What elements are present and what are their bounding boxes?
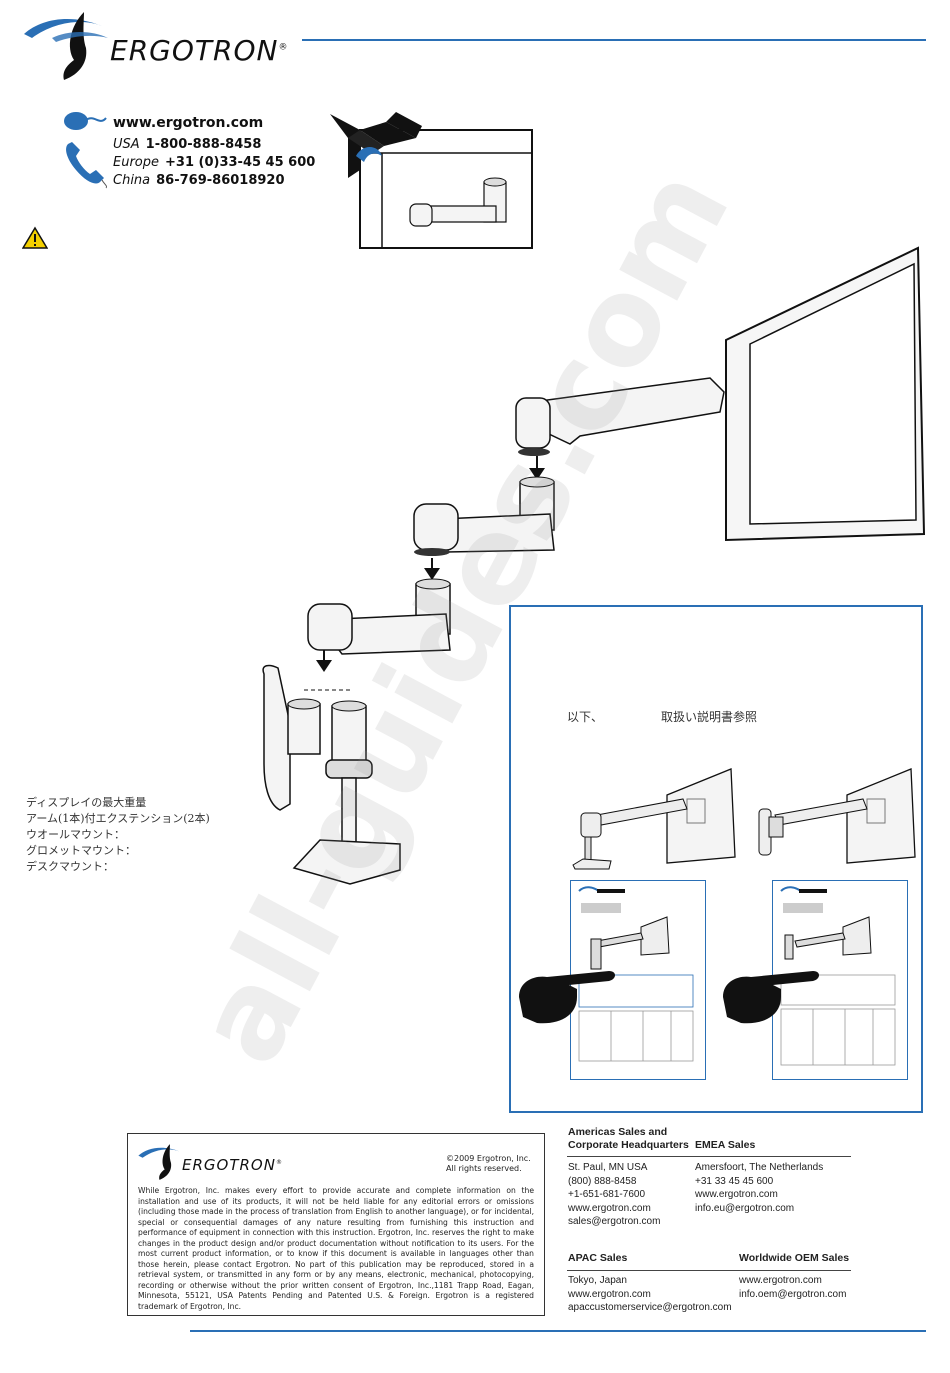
office-email[interactable]: sales@ergotron.com xyxy=(568,1216,661,1227)
spec-line: ディスプレイの最大重量 xyxy=(26,796,147,809)
office-email[interactable]: apaccustomerservice@ergotron.com xyxy=(568,1302,732,1313)
americas-details: St. Paul, MN USA (800) 888-8458 +1-651-6… xyxy=(568,1161,660,1229)
office-line: Amersfoort, The Netherlands xyxy=(695,1162,824,1173)
ergotron-swoosh-icon xyxy=(24,12,108,80)
phone-region: Europe xyxy=(113,155,160,170)
phone-region: USA xyxy=(113,137,140,152)
spec-line: グロメットマウント： xyxy=(26,844,136,857)
pointing-hand-icon xyxy=(517,967,617,1034)
japanese-specs: ディスプレイの最大重量 アーム(1本)付エクステンション(2本) ウオールマウン… xyxy=(26,795,256,875)
apac-heading: APAC Sales xyxy=(568,1252,628,1264)
office-line: (800) 888-8458 xyxy=(568,1175,637,1187)
brand-text: ERGOTRON xyxy=(182,1156,276,1174)
legal-logo: ERGOTRON® xyxy=(136,1142,296,1182)
phone-number: 1-800-888-8458 xyxy=(145,137,262,152)
registered-mark: ® xyxy=(278,42,289,53)
copyright: ©2009 Ergotron, Inc. xyxy=(446,1154,531,1163)
americas-heading-line1: Americas Sales and xyxy=(568,1126,668,1138)
mouse-icon xyxy=(62,108,108,139)
spec-line: ウオールマウント： xyxy=(26,828,125,841)
office-website[interactable]: www.ergotron.com xyxy=(568,1202,651,1214)
wall-mount-thumbnail xyxy=(755,765,921,878)
ergotron-swoosh-icon xyxy=(138,1144,180,1180)
sales-offices: Americas Sales and Corporate Headquarter… xyxy=(567,1124,857,1320)
office-line: +1-651-681-7600 xyxy=(568,1189,646,1200)
phone-icon xyxy=(62,140,108,195)
office-line: +31 33 45 45 600 xyxy=(695,1175,774,1187)
americas-heading: Americas Sales and Corporate Headquarter… xyxy=(568,1126,689,1152)
americas-heading-line2: Corporate Headquarters xyxy=(568,1139,689,1151)
spec-line: デスクマウント： xyxy=(26,860,114,873)
phone-number: 86-769-86018920 xyxy=(156,173,285,188)
legal-disclaimer: While Ergotron, Inc. makes every effort … xyxy=(138,1186,534,1311)
office-website[interactable]: www.ergotron.com xyxy=(739,1275,822,1286)
box-contents-illustration xyxy=(326,108,536,253)
phone-europe: Europe +31 (0)33-45 45 600 xyxy=(113,155,315,170)
office-line: Tokyo, Japan xyxy=(568,1275,627,1286)
oem-heading: Worldwide OEM Sales xyxy=(739,1252,850,1264)
pointing-hand-icon xyxy=(721,967,821,1034)
phone-region: China xyxy=(113,173,151,188)
brand-name: ERGOTRON® xyxy=(110,34,288,67)
legal-box: ERGOTRON® ©2009 Ergotron, Inc. All right… xyxy=(127,1133,545,1316)
header-rule xyxy=(302,39,926,41)
info-text-left: 以下、 xyxy=(567,710,604,724)
brand-text: ERGOTRON xyxy=(110,34,279,67)
manual-thumbnail-2 xyxy=(772,880,908,1080)
info-panel: 以下、 取扱い説明書参照 xyxy=(509,605,923,1113)
emea-details: Amersfoort, The Netherlands +31 33 45 45… xyxy=(695,1161,823,1215)
phone-china: China 86-769-86018920 xyxy=(113,173,285,188)
footer-rule xyxy=(190,1330,926,1332)
phone-usa: USA 1-800-888-8458 xyxy=(113,137,261,152)
office-line: St. Paul, MN USA xyxy=(568,1162,648,1173)
office-email[interactable]: info.oem@ergotron.com xyxy=(739,1288,847,1300)
warning-icon xyxy=(21,226,49,255)
emea-heading: EMEA Sales xyxy=(695,1139,756,1151)
info-text-right: 取扱い説明書参照 xyxy=(661,710,758,724)
spec-line: アーム(1本)付エクステンション(2本) xyxy=(26,812,210,825)
website-link[interactable]: www.ergotron.com xyxy=(113,115,264,131)
sales-divider xyxy=(567,1156,851,1157)
registered-mark: ® xyxy=(275,1159,283,1166)
apac-details: Tokyo, Japan www.ergotron.com apaccustom… xyxy=(568,1274,732,1315)
sales-divider xyxy=(567,1270,851,1271)
header-logo: ERGOTRON® xyxy=(22,8,302,84)
brand-name: ERGOTRON® xyxy=(182,1156,283,1174)
assembly-illustration xyxy=(250,244,930,894)
office-email[interactable]: info.eu@ergotron.com xyxy=(695,1202,795,1214)
desk-mount-thumbnail xyxy=(571,765,741,878)
oem-details: www.ergotron.com info.oem@ergotron.com xyxy=(739,1274,846,1301)
office-website[interactable]: www.ergotron.com xyxy=(695,1189,778,1200)
phone-number: +31 (0)33-45 45 600 xyxy=(165,155,316,170)
office-website[interactable]: www.ergotron.com xyxy=(568,1288,651,1300)
rights-reserved: All rights reserved. xyxy=(446,1164,522,1173)
